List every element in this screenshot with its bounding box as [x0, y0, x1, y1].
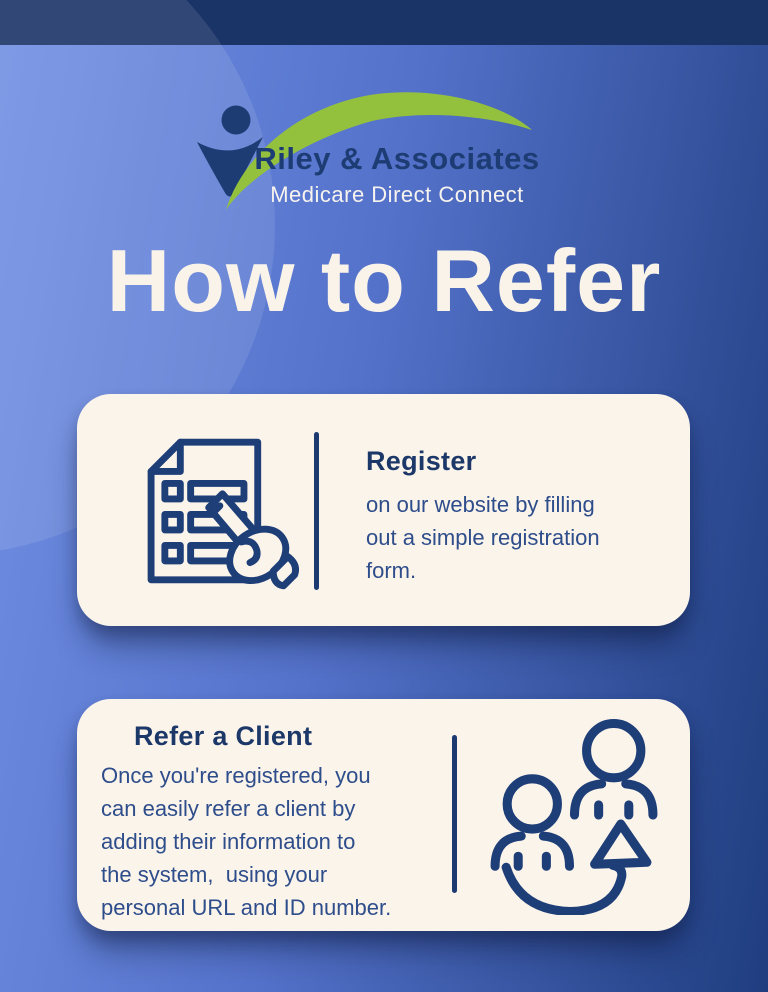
person-with-swoosh-logo-icon — [197, 92, 532, 210]
register-heading: Register — [366, 446, 477, 476]
registration-form-with-pen-icon — [127, 430, 299, 592]
refer-body-line: the system, using your — [101, 862, 328, 887]
page-title: How to Refer — [106, 231, 662, 330]
refer-step-card: Refer a Client Once you're registered, y… — [77, 699, 690, 931]
register-body-line: out a simple registration — [366, 525, 600, 550]
refer-body-line: can easily refer a client by — [101, 796, 356, 821]
two-people-with-arrow-icon — [480, 713, 666, 915]
refer-body-line: Once you're registered, you — [101, 763, 371, 788]
top-accent-bar — [0, 0, 768, 45]
refer-body-text: Once you're registered, you can easily r… — [101, 759, 391, 924]
brand-tagline: Medicare Direct Connect — [270, 182, 524, 207]
refer-body-line: personal URL and ID number. — [101, 895, 392, 920]
brand-company-name: Riley & Associates — [254, 141, 540, 176]
register-body-line: form. — [366, 558, 417, 583]
refer-heading: Refer a Client — [134, 721, 313, 751]
card-vertical-divider — [314, 432, 319, 590]
register-step-card: Register on our website by filling out a… — [77, 394, 690, 626]
register-body-line: on our website by filling — [366, 492, 595, 517]
refer-body-line: adding their information to — [101, 829, 356, 854]
brand-text-block: Riley & Associates Medicare Direct Conne… — [254, 141, 539, 208]
register-body-text: on our website by filling out a simple r… — [366, 488, 600, 587]
logo-person-body — [197, 137, 263, 197]
card-vertical-divider — [452, 735, 457, 893]
logo-green-swoosh — [226, 92, 532, 210]
logo-person-head — [221, 105, 251, 135]
